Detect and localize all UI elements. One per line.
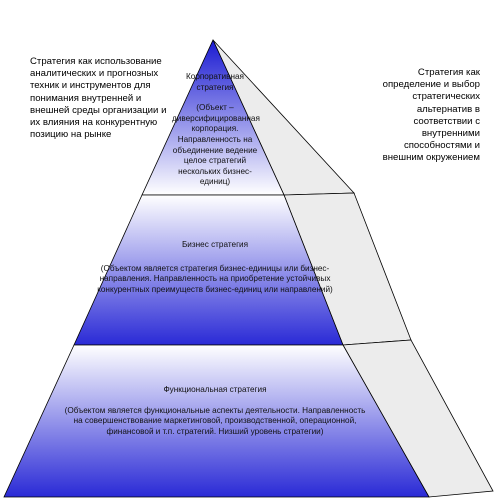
tier3-front-face (3, 344, 430, 498)
tier-description: (Объектом является стратегия бизнес-един… (97, 263, 333, 294)
tier-description: (Объект – диверсифицированная корпорация… (172, 103, 260, 187)
tier-functional: Функциональная стратегия (Объектом являе… (60, 385, 370, 437)
right-note: Стратегия как определение и выбор страте… (382, 67, 480, 164)
tier-corporate: Корпоративная стратегия (Объект – диверс… (172, 72, 260, 188)
left-note: Стратегия как использование аналитически… (30, 56, 167, 141)
tier-business: Бизнес стратегия (Объектом является стра… (92, 240, 338, 295)
tier-title: Функциональная стратегия (163, 385, 267, 394)
tier-title: Корпоративная стратегия (186, 72, 244, 92)
tier-description: (Объектом является функциональные аспект… (64, 405, 366, 436)
tier-title: Бизнес стратегия (181, 240, 249, 249)
